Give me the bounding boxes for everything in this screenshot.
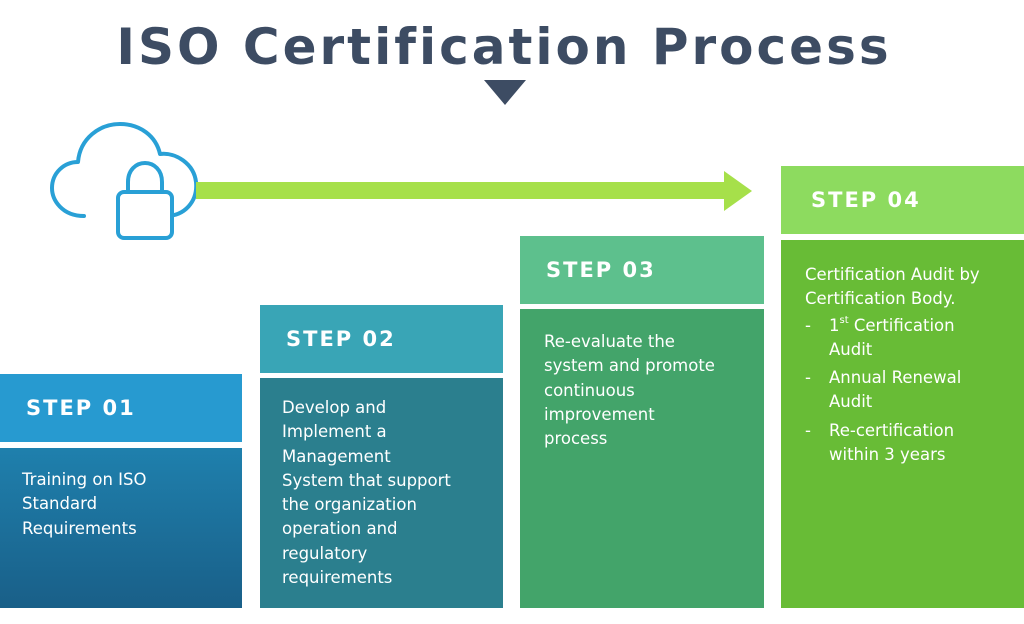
bullet-text: Audit [829, 392, 873, 412]
step-03-header: STEP 03 [520, 236, 764, 304]
step-03-line: continuous [544, 380, 635, 400]
step-01-header: STEP 01 [0, 374, 242, 442]
list-item: - 1st Certification Audit [805, 314, 1014, 363]
step-03-description: Re-evaluate the system and promote conti… [520, 309, 764, 608]
step-01-line: Standard [22, 494, 98, 514]
step-02-header: STEP 02 [260, 305, 503, 373]
bullet-dash: - [805, 315, 811, 335]
bullet-text: Re-certification [829, 420, 955, 440]
step-01-line: Training on ISO [22, 470, 147, 489]
bullet-ordinal: 1 [829, 315, 840, 335]
list-item: - Annual Renewal Audit [805, 366, 1014, 415]
step-03-line: improvement [544, 404, 655, 424]
step-04-header: STEP 04 [781, 166, 1024, 234]
step-02-line: System that support [282, 470, 451, 490]
step-04-description: Certification Audit by Certification Bod… [781, 240, 1024, 608]
step-02-line: operation and [282, 519, 398, 539]
bullet-text: Audit [829, 339, 873, 359]
step-04-intro-line: Certification Audit by [805, 265, 980, 284]
down-triangle-icon [484, 80, 526, 105]
cloud-outline [50, 122, 199, 218]
bullet-text: Certification [848, 315, 955, 335]
list-item: - Re-certification within 3 years [805, 419, 1014, 468]
cloud-lock-icon [50, 122, 199, 240]
step-02-line: Implement a [282, 422, 387, 442]
bullet-text: Annual Renewal [829, 368, 962, 388]
step-02-line: the organization [282, 495, 417, 515]
step-02-line: regulatory [282, 543, 368, 563]
step-02-line: Management [282, 446, 391, 466]
step-01-line: Requirements [22, 518, 137, 538]
step-02-line: Develop and [282, 398, 387, 417]
bullet-ordinal-suffix: st [839, 315, 849, 327]
step-03-line: process [544, 429, 608, 449]
bullet-text: within 3 years [829, 445, 946, 465]
lock-body [116, 190, 174, 240]
step-02-line: requirements [282, 568, 393, 588]
step-04-bullet-list: - 1st Certification Audit - Annual Renew… [805, 314, 1014, 468]
step-03-line: system and promote [544, 356, 715, 376]
page-title: ISO Certification Process [116, 18, 892, 76]
step-01-description: Training on ISO Standard Requirements [0, 448, 242, 608]
step-03-line: Re-evaluate the [544, 332, 675, 351]
bullet-dash: - [805, 368, 811, 388]
step-04-intro-line: Certification Body. [805, 289, 956, 309]
bullet-dash: - [805, 420, 811, 440]
lock-shackle [126, 160, 164, 194]
right-arrow-icon [196, 171, 752, 211]
step-02-description: Develop and Implement a Management Syste… [260, 378, 503, 608]
